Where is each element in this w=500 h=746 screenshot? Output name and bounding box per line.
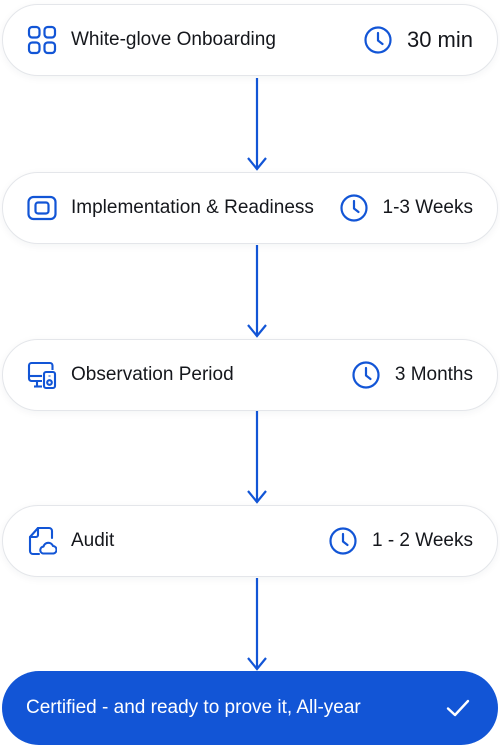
step-duration: 1 - 2 Weeks — [328, 526, 473, 556]
step-implementation: Implementation & Readiness 1-3 Weeks — [2, 172, 498, 244]
clock-icon — [363, 25, 393, 55]
down-arrow-icon — [247, 578, 267, 671]
clock-icon — [328, 526, 358, 556]
duration-text: 3 Months — [394, 364, 473, 385]
step-duration: 3 Months — [351, 360, 473, 390]
final-label: Certified - and ready to prove it, All-y… — [26, 697, 361, 718]
step-duration: 30 min — [363, 25, 473, 55]
step-label: White-glove Onboarding — [71, 29, 276, 50]
duration-text: 1-3 Weeks — [382, 197, 473, 218]
final-step-certified: Certified - and ready to prove it, All-y… — [2, 671, 498, 745]
clock-icon — [351, 360, 381, 390]
clock-icon — [339, 193, 369, 223]
step-label: Observation Period — [71, 364, 234, 385]
checkmark-icon — [444, 694, 472, 722]
document-cloud-icon — [27, 526, 57, 556]
grid-apps-icon — [27, 25, 57, 55]
step-label: Audit — [71, 530, 115, 551]
step-observation: Observation Period 3 Months — [2, 339, 498, 411]
duration-text: 1 - 2 Weeks — [371, 530, 473, 551]
duration-text: 30 min — [406, 27, 473, 52]
down-arrow-icon — [247, 78, 267, 171]
down-arrow-icon — [247, 245, 267, 338]
step-onboarding: White-glove Onboarding 30 min — [2, 4, 498, 76]
step-audit: Audit 1 - 2 Weeks — [2, 505, 498, 577]
monitor-speaker-icon — [27, 360, 57, 390]
step-label: Implementation & Readiness — [71, 197, 314, 218]
step-duration: 1-3 Weeks — [339, 193, 473, 223]
down-arrow-icon — [247, 411, 267, 504]
square-frame-icon — [27, 193, 57, 223]
